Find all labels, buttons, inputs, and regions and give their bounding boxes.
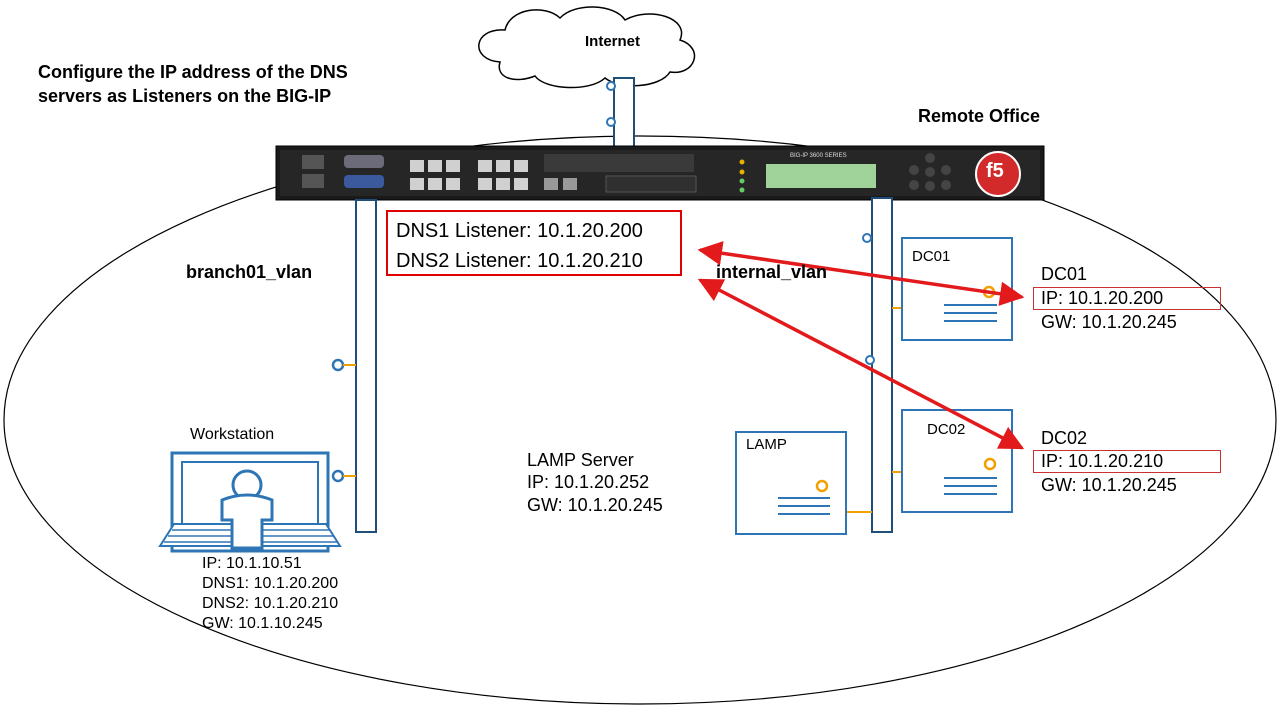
dc01-ip-highlight: [1033, 287, 1221, 310]
internet-cloud-icon: [478, 6, 696, 89]
branch01-vlan-label: branch01_vlan: [186, 262, 313, 282]
appliance-model-label: BIG-IP 3600 SERIES: [790, 153, 847, 159]
big-ip-appliance: [275, 145, 1045, 201]
internal-vlan-label: internal_vlan: [716, 262, 828, 282]
dns-listener-box: DNS1 Listener: 10.1.20.200 DNS2 Listener…: [386, 210, 682, 276]
dc02-ip: IP: 10.1.20.210: [1041, 451, 1164, 471]
dc01-ip: IP: 10.1.20.200: [1041, 288, 1164, 308]
dc01-box-label: DC01: [912, 248, 951, 265]
lamp-box-label: LAMP: [746, 436, 787, 453]
internal-vlan-bar: [871, 197, 893, 533]
dc02-ip-highlight: [1033, 450, 1221, 473]
page-title: Configure the IP address of the DNS serv…: [38, 60, 348, 108]
workstation-dns1: DNS1: 10.1.20.200: [202, 575, 339, 592]
workstation-gw: GW: 10.1.10.245: [202, 615, 323, 632]
workstation-icon: [158, 451, 342, 553]
internet-uplink: [613, 77, 635, 149]
remote-office-label: Remote Office: [918, 106, 1041, 126]
workstation-ip: IP: 10.1.10.51: [202, 555, 302, 572]
dns2-listener-text: DNS2 Listener: 10.1.20.210: [396, 250, 643, 272]
title-line-1: Configure the IP address of the DNS: [38, 62, 348, 82]
workstation-details: IP: 10.1.10.51 DNS1: 10.1.20.200 DNS2: 1…: [202, 554, 338, 634]
dc02-gw: GW: 10.1.20.245: [1041, 475, 1177, 495]
dns1-listener-text: DNS1 Listener: 10.1.20.200: [396, 220, 643, 242]
lamp-gw: GW: 10.1.20.245: [527, 495, 663, 515]
internet-label: Internet: [585, 33, 641, 50]
f5-logo: f5: [986, 160, 1004, 182]
workstation-dns2: DNS2: 10.1.20.210: [202, 595, 339, 612]
branch01-vlan-bar: [355, 199, 377, 533]
network-boundary-ellipse: [3, 135, 1277, 705]
arrow-dns2-to-dc02: [697, 278, 1025, 450]
lamp-title: LAMP Server: [527, 450, 634, 470]
title-line-2: servers as Listeners on the BIG-IP: [38, 86, 332, 106]
dc02-box-label: DC02: [927, 421, 966, 438]
dc02-title: DC02: [1041, 428, 1088, 448]
dc01-gw: GW: 10.1.20.245: [1041, 312, 1177, 332]
lamp-ip: IP: 10.1.20.252: [527, 472, 650, 492]
dc01-title: DC01: [1041, 264, 1088, 284]
workstation-label: Workstation: [190, 426, 275, 443]
